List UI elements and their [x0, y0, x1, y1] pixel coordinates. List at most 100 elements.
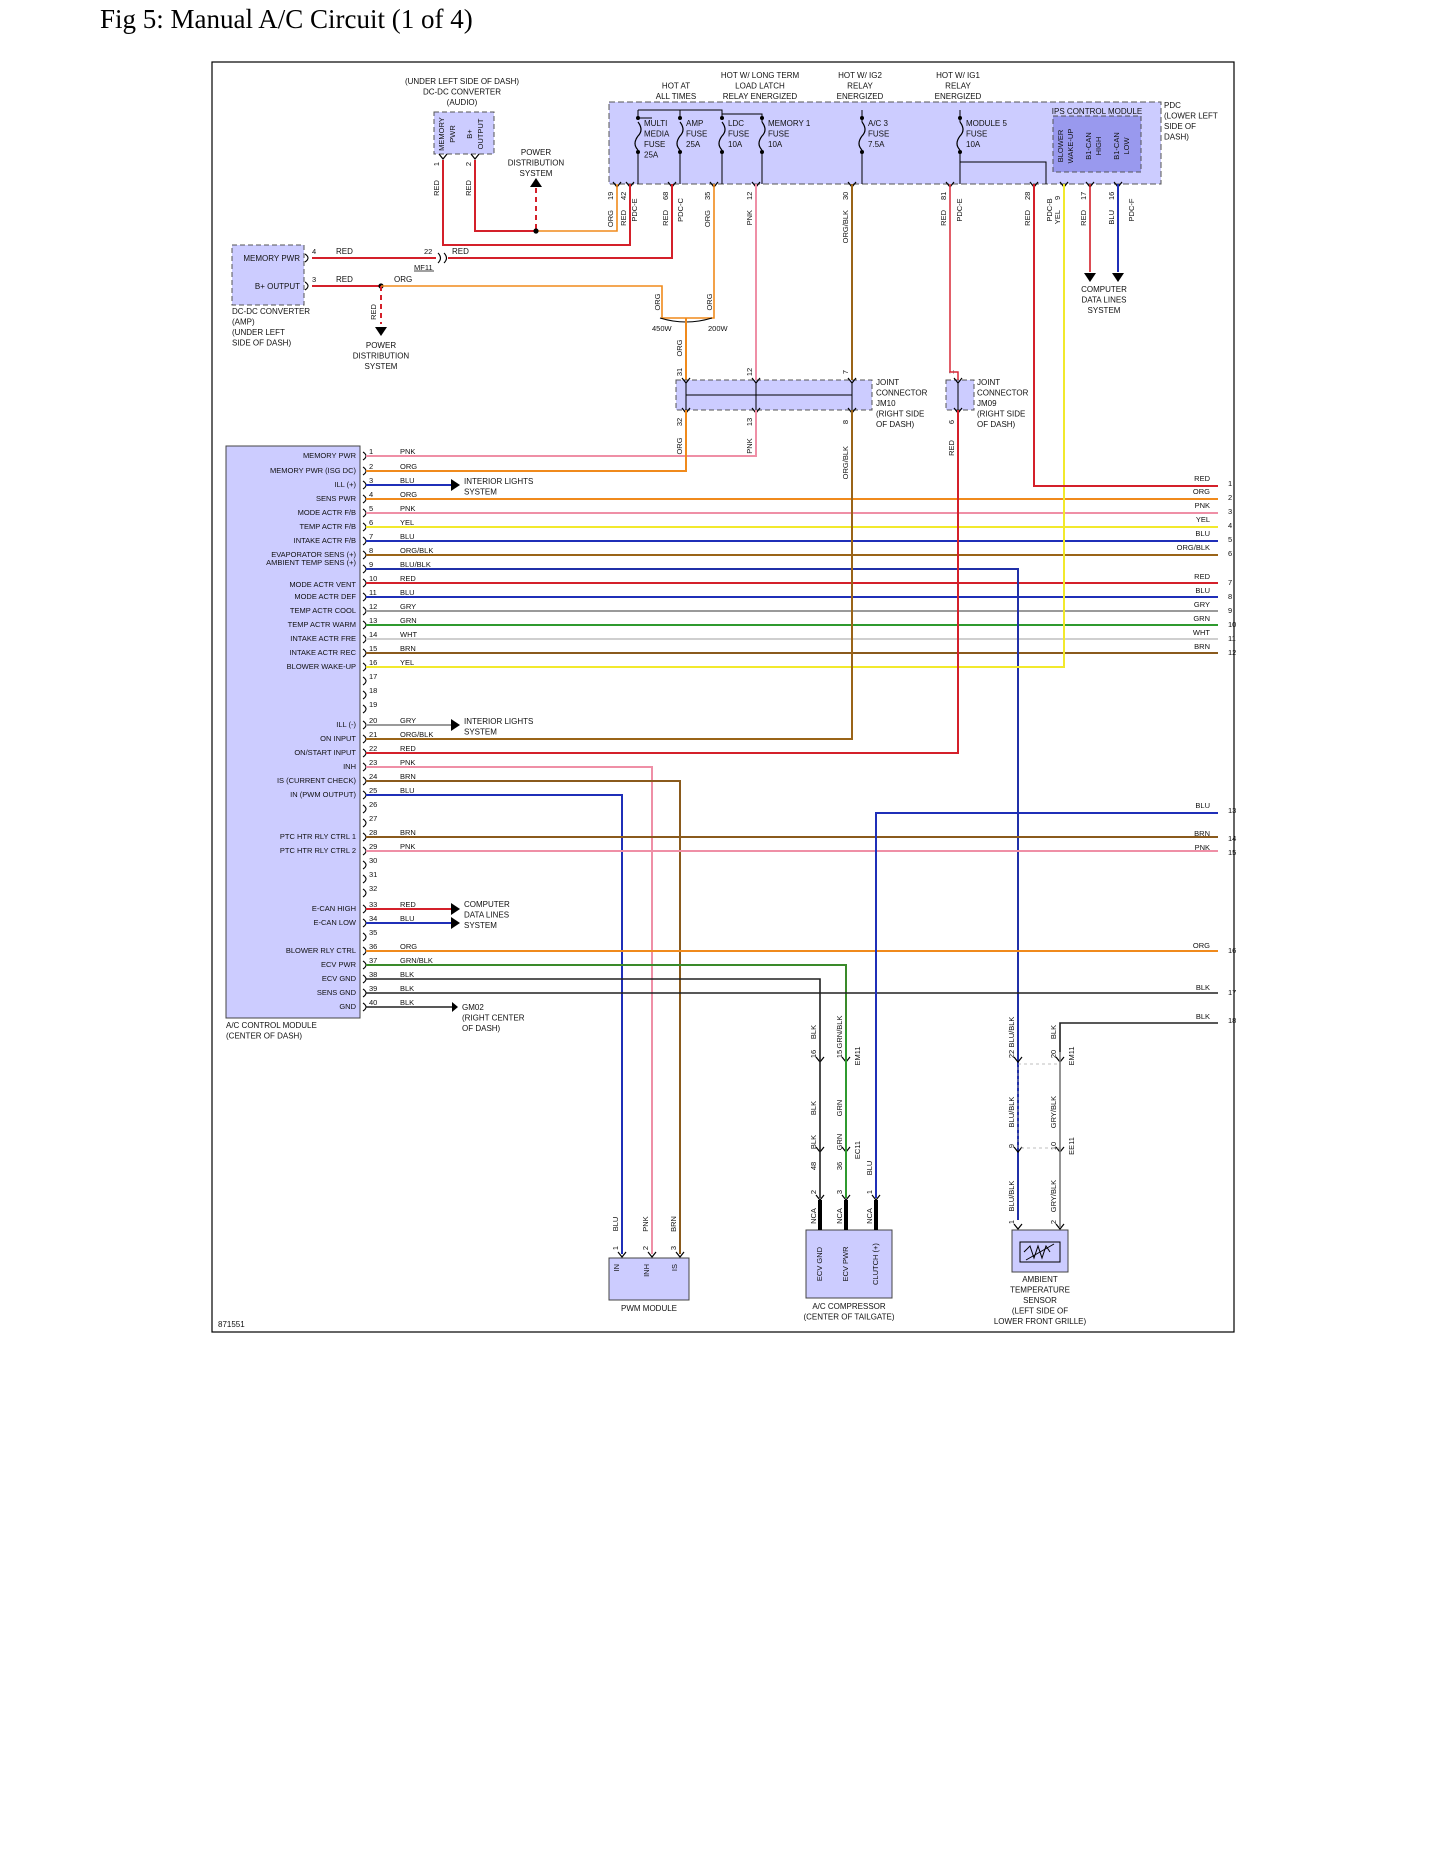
wire-red-b-output — [474, 160, 536, 232]
power-distribution-top-label: SYSTEM — [520, 169, 553, 178]
ambient-sensor-label: SENSOR — [1023, 1296, 1057, 1305]
fuse-multi-media-label: FUSE — [644, 140, 665, 149]
ac-module-wire-label: GRN/BLK — [400, 956, 433, 965]
ac-module-pin-number: 9 — [369, 560, 373, 569]
interior-lights-label-1: SYSTEM — [464, 488, 497, 497]
right-edge-pin-number: 6 — [1228, 549, 1232, 558]
ac-module-wire-label: BRN — [400, 772, 416, 781]
power-distribution-left-label: SYSTEM — [365, 362, 398, 371]
ac-module-pin-mark — [362, 494, 367, 504]
right-edge-wire-label: BLK — [1196, 1012, 1210, 1021]
ac-compressor-pin-number: 3 — [835, 1190, 844, 1194]
ac-module-pin-number: 8 — [369, 546, 373, 555]
ee11-pin-number: 10 — [1049, 1142, 1058, 1150]
ac-module-wire-label: PNK — [400, 447, 415, 456]
ambient-sensor-pin-mark — [1013, 1223, 1023, 1230]
pwm-module-pin-number: 1 — [611, 1246, 620, 1250]
jm09-bottom-pin-number: 6 — [947, 420, 956, 424]
ac-module-pin-name: IN (PWM OUTPUT) — [290, 790, 356, 799]
computer-data-arrow-icon — [451, 903, 460, 915]
jm10-top-pin-number: 12 — [745, 368, 754, 376]
ac-module-pin-mark — [362, 804, 367, 814]
ac-module-wire-label: GRY — [400, 716, 416, 725]
ac-module-pin-mark — [362, 1002, 367, 1012]
pdc-pin-number: 9 — [1053, 196, 1062, 200]
ac-module-pin-mark — [362, 606, 367, 616]
right-edge-wire-label: BLU — [1195, 801, 1210, 810]
dcdc-amp-wire-label: RED — [336, 247, 353, 256]
ac-module-pin-mark — [362, 932, 367, 942]
ec11-connector-name: EC11 — [853, 1141, 862, 1159]
wire-org-200w — [686, 184, 715, 319]
ambient-sensor-pin-mark — [1055, 1223, 1065, 1230]
supply-label-hot-ldc: RELAY ENERGIZED — [723, 92, 798, 101]
power-distribution-left-label: DISTRIBUTION — [353, 352, 410, 361]
ac-module-pin-number: 6 — [369, 518, 373, 527]
jm10-label: JOINT — [876, 378, 899, 387]
ac-module-pin-name: ECV GND — [322, 974, 357, 983]
right-edge-pin-number: 4 — [1228, 521, 1232, 530]
fuse-memory1-label: FUSE — [768, 130, 789, 139]
dcdc-amp-label: SIDE OF DASH) — [232, 339, 291, 348]
dcdc-amp-label: DC-DC CONVERTER — [232, 307, 310, 316]
clutch-wire-label: BLU — [865, 1161, 874, 1176]
interior-lights-arrow-icon — [451, 719, 460, 731]
ac-module-pin-number: 23 — [369, 758, 377, 767]
ac-module-pin-name: ILL (-) — [336, 720, 356, 729]
wire-blu-clutch — [875, 812, 1218, 1198]
ac-module-pin-name: ON/START INPUT — [294, 748, 356, 757]
ac-module-pin-number: 7 — [369, 532, 373, 541]
right-edge-wire-label: PNK — [1195, 501, 1210, 510]
ac-module-pin-name: MEMORY PWR (ISG DC) — [270, 466, 356, 475]
ac-module-pin-name: BLOWER WAKE-UP — [287, 662, 356, 671]
splice-wire-label: ORG — [705, 293, 714, 310]
ambient-mid-wire-label: GRY/BLK — [1049, 1096, 1058, 1128]
ac-module-pin-mark — [362, 578, 367, 588]
ac-module-pin-mark — [362, 536, 367, 546]
dcdc-amp-box — [231, 244, 305, 306]
pdc-connector-name: PDC-C — [676, 198, 685, 222]
pdc-label: PDC — [1164, 101, 1181, 110]
ac-module-wire-label: WHT — [400, 630, 417, 639]
mf11-connector-name: MF11 — [414, 263, 433, 272]
thermistor-resistor-icon — [1023, 1244, 1051, 1260]
pwm-module-label: PWM MODULE — [621, 1304, 677, 1313]
pwm-module-pin-mark — [675, 1251, 685, 1258]
right-edge-pin-number: 7 — [1228, 578, 1232, 587]
ac-module-pin-name: E-CAN HIGH — [312, 904, 356, 913]
power-distribution-top-arrow-icon — [530, 178, 542, 187]
ac-module-wire-label: PNK — [400, 504, 415, 513]
fuse-ac3-label: 7.5A — [868, 140, 885, 149]
ac-module-pin-name: MEMORY PWR — [303, 451, 357, 460]
ac-module-pin-number: 38 — [369, 970, 377, 979]
splice-wire-label: ORG — [675, 339, 684, 356]
wire-red-memory-pwr — [442, 160, 631, 246]
ac-module-pin-name: PTC HTR RLY CTRL 2 — [280, 846, 356, 855]
ac-module-wire-label: ORG/BLK — [400, 546, 433, 555]
pwm-module-pin-mark — [647, 1251, 657, 1258]
pdc-connector-name: PDC-E — [955, 198, 964, 221]
ac-module-pin-number: 33 — [369, 900, 377, 909]
ac-module-pin-number: 34 — [369, 914, 377, 923]
splice-450w-label: 450W — [652, 324, 673, 333]
jm10-label: CONNECTOR — [876, 389, 928, 398]
ac-module-pin-name: SENS PWR — [316, 494, 357, 503]
interior-lights-label-1: INTERIOR LIGHTS — [464, 477, 533, 486]
em11-pin-number: 15 — [835, 1050, 844, 1058]
computer-data-mid-label: COMPUTER — [464, 900, 510, 909]
dcdc-amp-pin-label: MEMORY PWR — [243, 254, 300, 263]
compressor-mid-wire-label: GRN — [835, 1100, 844, 1117]
ac-module-wire-label: BRN — [400, 828, 416, 837]
ac-module-wire-label: BLK — [400, 998, 414, 1007]
pdc-label: DASH) — [1164, 133, 1189, 142]
power-distribution-top-label: POWER — [521, 148, 551, 157]
dcdc-audio-wire-label: RED — [432, 180, 441, 196]
jm10-bottom-wire-label: ORG — [675, 437, 684, 454]
right-edge-wire-label: GRN — [1193, 614, 1210, 623]
ac-module-pin-number: 37 — [369, 956, 377, 965]
power-distribution-left-label: POWER — [366, 341, 396, 350]
fuse-module5-icon — [956, 121, 964, 151]
ac-module-pin-mark — [362, 522, 367, 532]
ac-module-pin-mark — [362, 648, 367, 658]
power-distribution-left-arrow-icon — [375, 327, 387, 336]
